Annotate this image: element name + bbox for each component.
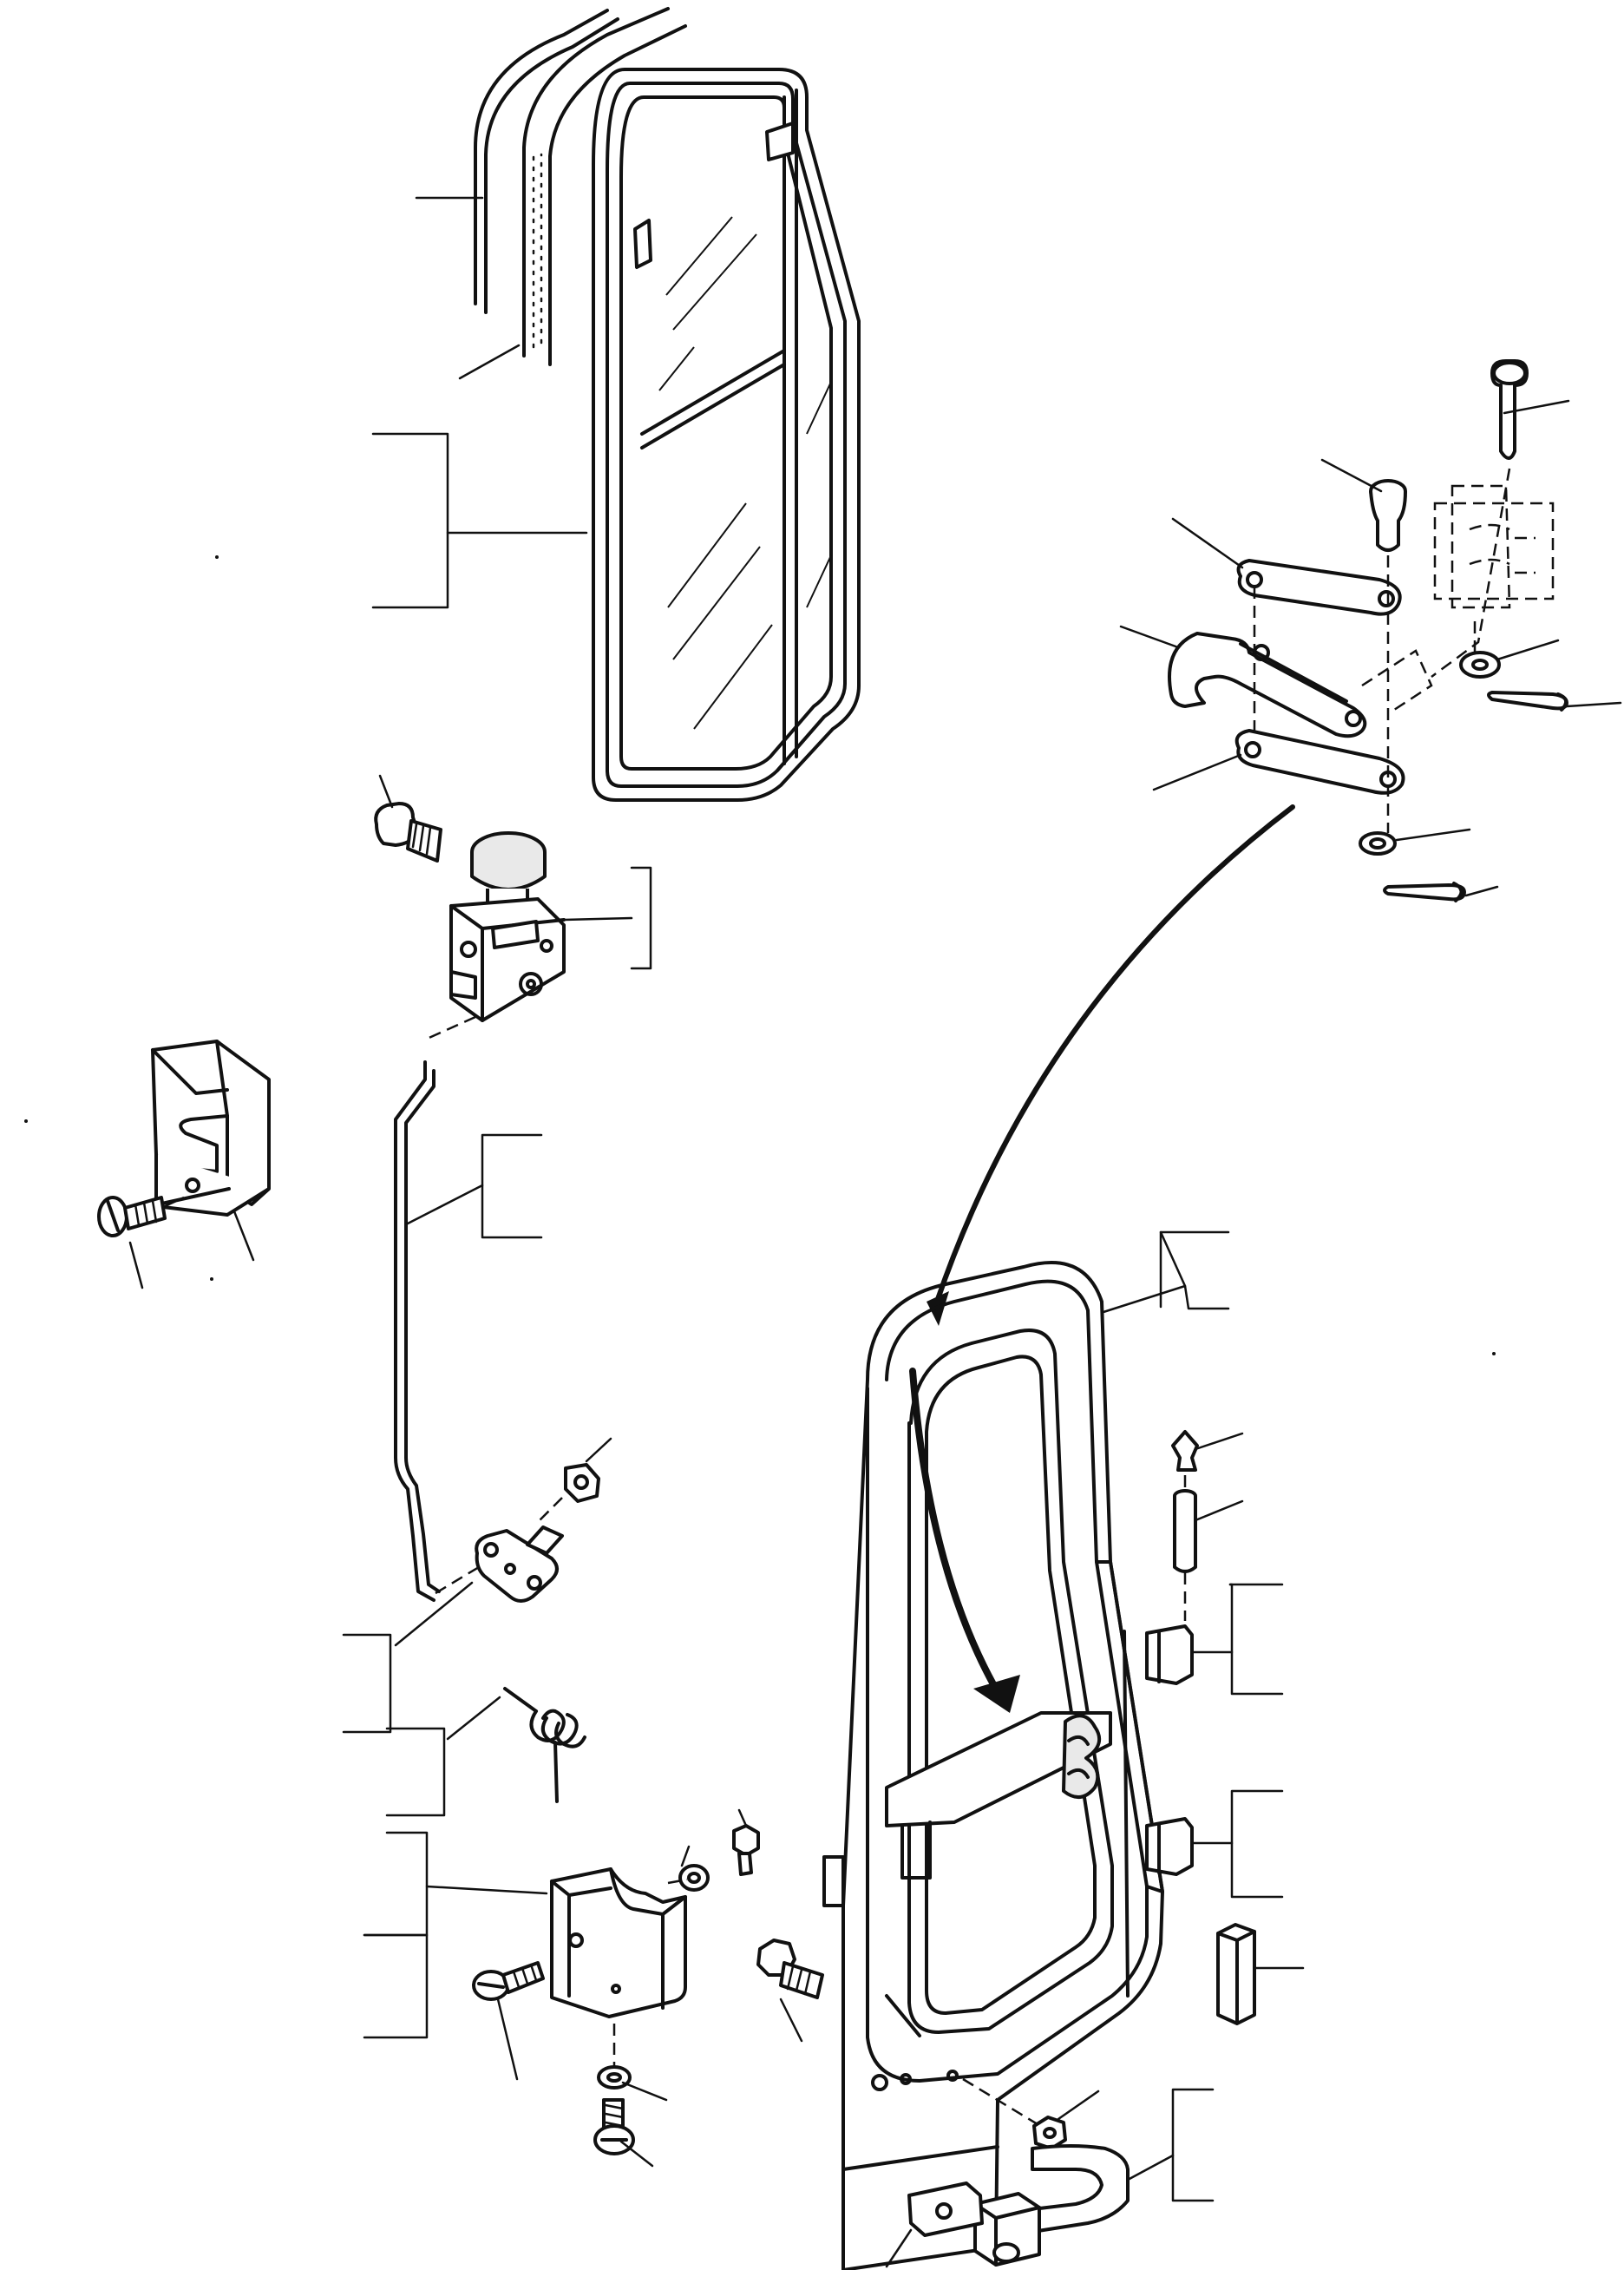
washer <box>1459 651 1501 679</box>
washer <box>597 2065 632 2090</box>
leader-line <box>737 1808 748 1827</box>
window-gasket <box>522 7 687 366</box>
hinge-pin-lower <box>1369 479 1407 552</box>
leader-line <box>1464 885 1499 897</box>
leader-line <box>435 1565 480 1595</box>
hinge-dashed-axis <box>1253 468 1511 833</box>
leader-line <box>1119 625 1180 649</box>
leader-line <box>481 1133 543 1239</box>
leader-line <box>1503 399 1570 415</box>
leader-line <box>621 2081 668 2102</box>
leader-line <box>1496 639 1560 661</box>
speck <box>215 555 219 559</box>
bolt <box>756 1939 824 1999</box>
leader-line <box>394 1581 474 1647</box>
leader-line <box>496 1998 519 2081</box>
leader-line <box>1171 517 1244 569</box>
leader-line <box>342 1633 392 1734</box>
washer <box>1359 831 1397 856</box>
nut <box>564 1463 600 1503</box>
leader-line <box>385 1727 446 1817</box>
speck <box>210 1277 213 1281</box>
leader-line <box>779 1998 803 2043</box>
leader-line <box>1194 1499 1244 1522</box>
hinge-pin-upper <box>1490 359 1529 460</box>
leader-line <box>619 2140 654 2168</box>
leader-line <box>562 916 633 922</box>
leader-line <box>1057 2090 1100 2121</box>
latch-lever <box>475 1525 564 1603</box>
leader-line <box>425 1885 548 1895</box>
leader-line <box>1102 1230 1230 1314</box>
curved-arrow <box>909 804 1295 1713</box>
window-glass-assembly <box>592 68 861 802</box>
nut <box>1032 2116 1067 2150</box>
return-spring <box>503 1687 586 1803</box>
leader-line <box>424 1015 476 1041</box>
latch-knob-assembly <box>449 831 566 1022</box>
catch-bracket <box>151 1040 271 1217</box>
door-hinge-lower <box>1145 1817 1194 1876</box>
leader-line <box>406 1184 484 1225</box>
leader-line <box>1152 753 1242 791</box>
leader-line <box>232 1210 255 1262</box>
leader-line <box>128 1241 144 1289</box>
door-pin <box>1173 1489 1197 1573</box>
lock-bracket <box>550 1867 687 2018</box>
leader-line <box>680 1845 691 1867</box>
grease-nipple <box>1171 1430 1199 1472</box>
screw <box>472 1961 545 2001</box>
hinge-stay-arm <box>1168 632 1433 738</box>
leader-line <box>1230 1789 1284 1899</box>
bolt <box>374 802 442 863</box>
window-seal-strip <box>474 9 619 314</box>
speck <box>1492 1352 1496 1355</box>
leader-line <box>1183 1284 1230 1310</box>
leader-line <box>585 1437 612 1463</box>
hinge-plate-upper <box>1236 559 1402 616</box>
leader-line <box>885 2228 913 2268</box>
leader-line <box>962 2077 1038 2126</box>
door-hinge-upper <box>1145 1624 1194 1685</box>
leader-line <box>667 1878 688 1885</box>
screw <box>97 1196 185 1237</box>
leader-line <box>537 1497 563 1523</box>
speck <box>24 1119 28 1123</box>
leader-line <box>363 1933 429 2039</box>
leader-line <box>1126 2154 1175 2181</box>
door-frame <box>822 1261 1164 2270</box>
leader-line <box>363 1831 429 1937</box>
leader-line <box>446 1696 501 1741</box>
door-handle <box>973 2144 1130 2267</box>
cotter-pin <box>1487 691 1568 712</box>
leader-line <box>1565 701 1622 708</box>
bolt <box>732 1824 760 1876</box>
washer <box>678 1864 710 1892</box>
leader-line <box>1395 828 1471 842</box>
leader-line <box>1171 2088 1215 2202</box>
leader-line <box>1194 1432 1244 1451</box>
rubber-stopper <box>1216 1923 1256 2025</box>
leader-line <box>630 866 652 970</box>
leader-line <box>378 774 394 809</box>
hinge-bracket <box>1433 484 1555 609</box>
leader-line <box>458 344 521 380</box>
cotter-pin <box>1383 882 1466 902</box>
hinge-plate-lower <box>1234 729 1405 795</box>
handle-plate <box>907 2181 984 2237</box>
screw <box>593 2098 635 2155</box>
leader-line <box>371 432 449 609</box>
leader-line <box>1228 1583 1284 1696</box>
latch-rod <box>394 1060 441 1602</box>
leader-line <box>1320 458 1383 493</box>
